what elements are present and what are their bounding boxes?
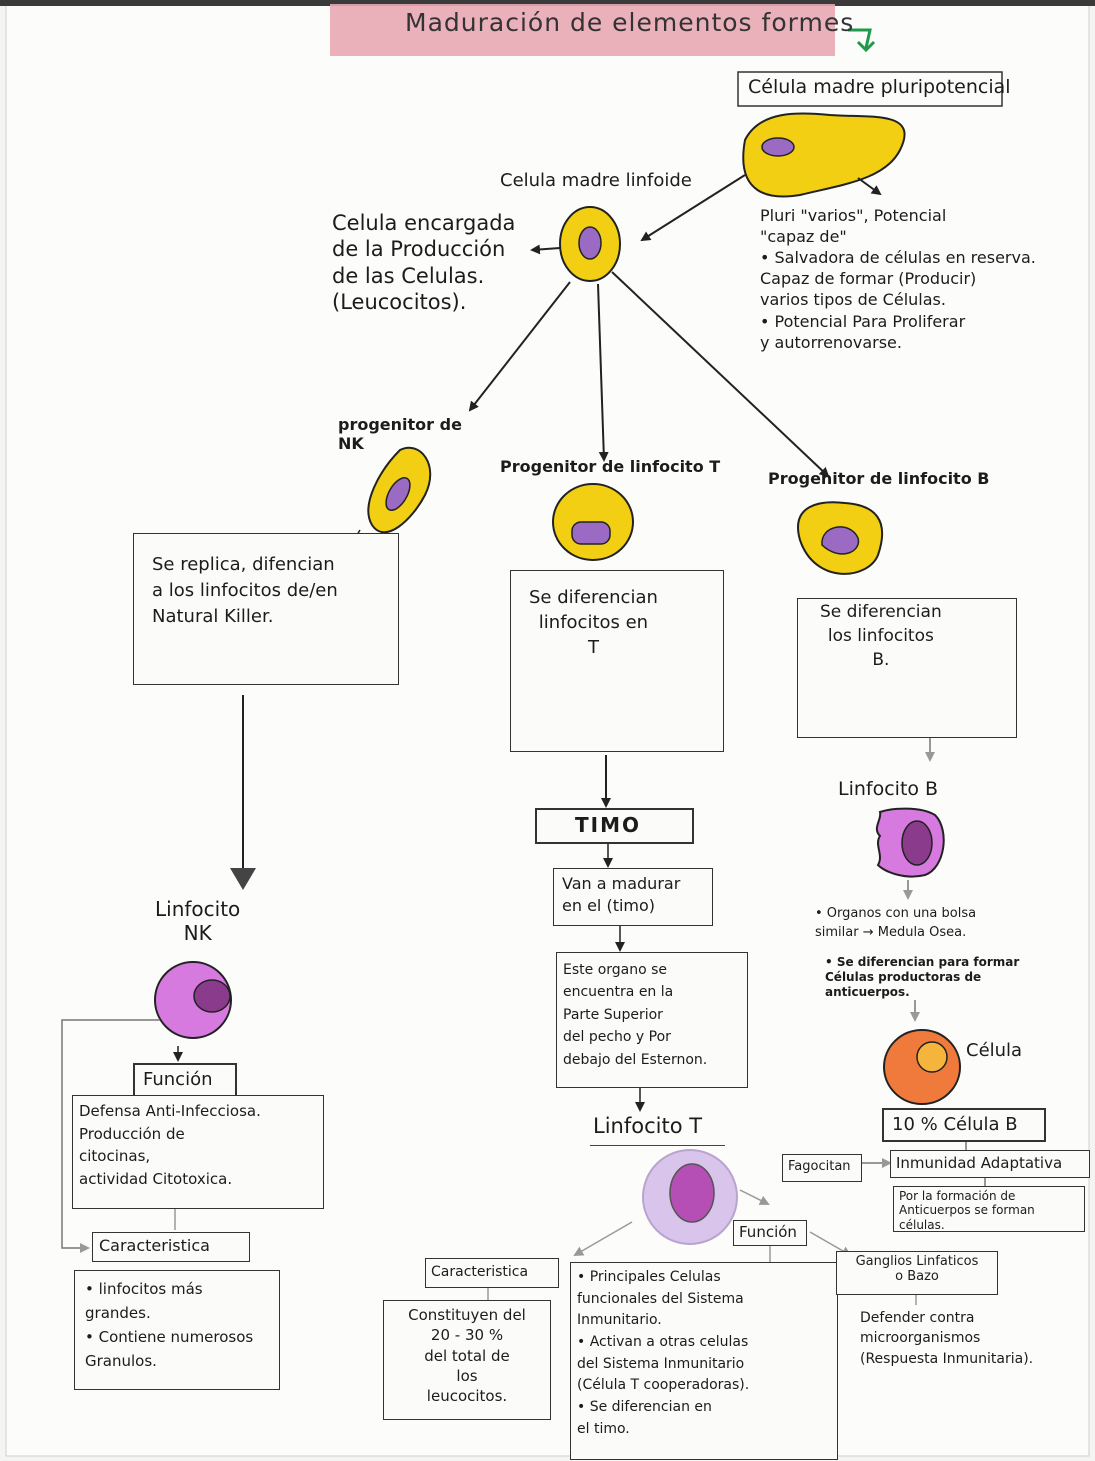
inmunidad-text: Inmunidad Adaptativa [896,1154,1063,1172]
plasma-cell-label: Célula [966,1040,1023,1061]
t-lymphocyte-label: Linfocito T [593,1114,703,1138]
timo-box: TIMO [535,808,694,844]
page-title: Maduración de elementos formes [405,8,855,37]
stem-cell-icon [742,112,906,198]
t-funcion-label: Función [739,1223,797,1241]
arrow-lymphoid-note [530,244,561,255]
nk-funcion-box: Defensa Anti-Infecciosa. Producción de c… [72,1095,324,1209]
t-caracteristica-label: Caracteristica [431,1264,529,1280]
inmunidad-box: Inmunidad Adaptativa [890,1150,1090,1178]
t-description-text: Se diferencian linfocitos en T [529,587,658,659]
t-caracteristica-text: Constituyen del 20 - 30 % del total de l… [408,1306,526,1405]
timo-label: TIMO [575,813,641,837]
nk-caracteristica-label-box: Caracteristica [92,1232,250,1262]
t-description-box: Se diferencian linfocitos en T [510,570,724,752]
t-madurar-text: Van a madurar en el (timo) [562,874,681,915]
nk-progenitor-label: progenitor de NK [338,415,462,453]
b-organos-text: • Organos con una bolsa similar → Medula… [815,906,977,940]
nk-progenitor-nucleus-icon [385,477,411,511]
b-description-box: Se diferencian los linfocitos B. [797,598,1017,738]
nk-funcion-label: Función [143,1069,213,1090]
nk-funcion-text: Defensa Anti-Infecciosa. Producción de c… [79,1102,261,1188]
t-ganglios-text: Defender contra microorganismos (Respues… [860,1310,1034,1367]
nk-caracteristica-text: • linfocitos más grandes. • Contiene num… [85,1280,254,1370]
title-band [330,4,835,56]
nk-description-box: Se replica, difencian a los linfocitos d… [133,533,399,685]
t-madurar-box: Van a madurar en el (timo) [553,868,713,926]
nk-description-text: Se replica, difencian a los linfocitos d… [152,554,338,628]
plasma-cell-nucleus-icon [916,1041,948,1073]
formacion-box: Por la formación de Anticuerpos se forma… [893,1186,1085,1232]
title-arrow-icon [848,28,876,53]
t-ganglios-label: Ganglios Linfaticos o Bazo [855,1254,979,1285]
b-diferencian-text: • Se diferencian para formar Células pro… [825,955,1020,999]
b-description-text: Se diferencian los linfocitos B. [820,602,942,670]
lymphoid-label: Celula madre linfoide [500,170,692,191]
lymphoid-note: Celula encargada de la Producción de las… [332,211,516,314]
b-progenitor-nucleus-icon [821,526,860,555]
stem-cell-label: Célula madre pluripotencial [748,76,1011,98]
nk-branch-line [61,1019,160,1253]
stem-cell-nucleus-icon [761,137,795,157]
t-ganglios-label-box: Ganglios Linfaticos o Bazo [836,1251,998,1295]
t-organo-text: Este organo se encuentra en la Parte Sup… [563,962,708,1068]
t-caracteristica-box: Constituyen del 20 - 30 % del total de l… [383,1300,551,1420]
b-lymphocyte-nucleus-icon [901,820,933,866]
stem-label-box [737,71,1003,107]
arrow-to-t [597,283,609,462]
nk-lymphocyte-label: Linfocito NK [155,897,241,945]
top-edge [0,0,1095,6]
arrow-stem-notes [857,177,882,196]
stem-cell-notes: Pluri "varios", Potencial "capaz de" • S… [760,206,1036,352]
t-funcion-text: • Principales Celulas funcionales del Si… [577,1269,750,1437]
b-progenitor-label: Progenitor de linfocito B [768,469,990,488]
t-funcion-box: • Principales Celulas funcionales del Si… [570,1262,838,1460]
nk-lymphocyte-nucleus-icon [193,979,231,1013]
lymphoid-nucleus-icon [578,226,602,260]
t-caracteristica-label-box: Caracteristica [425,1258,559,1288]
t-progenitor-label: Progenitor de linfocito T [500,457,721,476]
nk-funcion-label-box: Función [133,1063,237,1097]
arrow-stem-to-lymphoid [640,174,746,242]
t-progenitor-nucleus-icon [571,521,611,545]
t-lymphocyte-nucleus-icon [669,1163,715,1223]
plasma-percent-text: 10 % Célula B [892,1114,1018,1135]
t-organo-box: Este organo se encuentra en la Parte Sup… [556,952,748,1088]
t-funcion-label-box: Función [733,1220,807,1246]
fagocitan-box: Fagocitan [782,1154,862,1182]
b-lymphocyte-label: Linfocito B [838,778,939,800]
nk-long-arrow-head [230,868,256,890]
nk-caracteristica-box: • linfocitos más grandes. • Contiene num… [74,1270,280,1390]
arrow-to-b [611,271,830,478]
nk-caracteristica-label: Caracteristica [99,1236,210,1255]
t-lymphocyte-underline [590,1145,725,1146]
plasma-percent-box: 10 % Célula B [882,1108,1046,1142]
formacion-text: Por la formación de Anticuerpos se forma… [899,1189,1035,1232]
arrow-to-nk [468,281,571,412]
fagocitan-text: Fagocitan [788,1159,851,1174]
